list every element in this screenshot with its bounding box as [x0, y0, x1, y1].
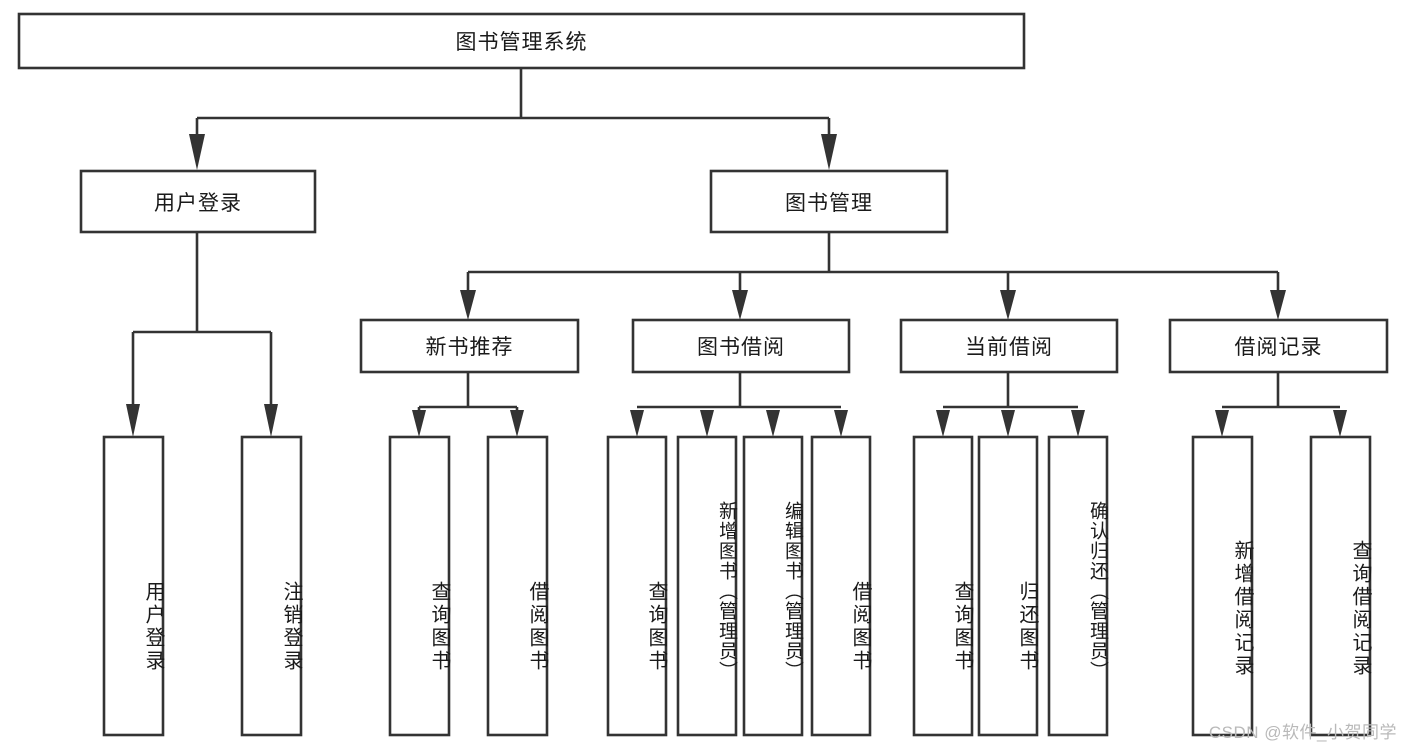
watermark-text: CSDN @软件_小贺同学: [1208, 723, 1397, 742]
leaf-box-bb-borrow-book[interactable]: [810, 435, 872, 737]
arrowhead-nbr-leaf-1: [412, 410, 426, 437]
arrowhead-borrow-record: [1270, 290, 1286, 320]
leaf-box-logout[interactable]: [240, 435, 303, 737]
arrowhead-leaf-user-login: [126, 404, 140, 437]
node-root-box[interactable]: [17, 12, 1026, 70]
leaf-box-bb-query-book[interactable]: [606, 435, 668, 737]
arrowhead-bb-leaf-2: [700, 410, 714, 437]
arrowhead-new-book-recommend: [460, 290, 476, 320]
arrowhead-book-borrow: [732, 290, 748, 320]
node-book-borrow-box[interactable]: [631, 318, 851, 374]
arrowhead-current-borrow: [1000, 290, 1016, 320]
arrowhead-cb-leaf-3: [1071, 410, 1085, 437]
arrowhead-leaf-logout: [264, 404, 278, 437]
arrowhead-nbr-leaf-2: [510, 410, 524, 437]
leaf-box-bb-edit-book[interactable]: [742, 435, 804, 737]
arrowhead-bb-leaf-4: [834, 410, 848, 437]
node-current-borrow-box[interactable]: [899, 318, 1119, 374]
arrowhead-br-leaf-1: [1215, 410, 1229, 437]
leaf-box-nbr-borrow-book[interactable]: [486, 435, 549, 737]
arrowhead-cb-leaf-1: [936, 410, 950, 437]
node-new-book-recommend-box[interactable]: [359, 318, 580, 374]
node-book-manage-box[interactable]: [709, 169, 949, 234]
arrowhead-bb-leaf-1: [630, 410, 644, 437]
leaf-box-cb-confirm-return[interactable]: [1047, 435, 1109, 737]
leaf-box-nbr-query-book[interactable]: [388, 435, 451, 737]
leaf-box-cb-query-book[interactable]: [912, 435, 974, 737]
node-borrow-record-box[interactable]: [1168, 318, 1389, 374]
node-user-login-box[interactable]: [79, 169, 317, 234]
leaf-box-bb-add-book[interactable]: [676, 435, 738, 737]
arrowhead-br-leaf-2: [1333, 410, 1347, 437]
leaf-box-cb-return-book[interactable]: [977, 435, 1039, 737]
arrowhead-bb-leaf-3: [766, 410, 780, 437]
arrowhead-user-login: [189, 134, 205, 170]
leaf-box-br-add-record[interactable]: [1191, 435, 1254, 737]
leaf-box-user-login[interactable]: [102, 435, 165, 737]
leaf-box-br-query-record[interactable]: [1309, 435, 1372, 737]
arrowhead-cb-leaf-2: [1001, 410, 1015, 437]
arrowhead-book-manage: [821, 134, 837, 170]
